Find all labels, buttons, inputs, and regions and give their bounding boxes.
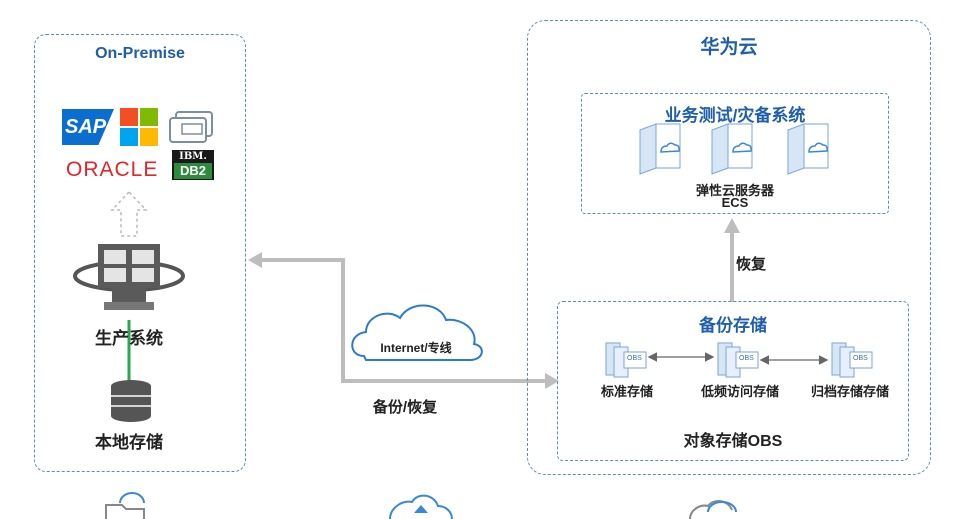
ibm-db2-logo: IBM. DB2 (172, 150, 214, 180)
internet-link-label: Internet/专线 (380, 341, 452, 355)
oracle-logo: ORACLE (66, 158, 159, 181)
test-dr-box (581, 93, 889, 214)
restore-arrow-head (724, 218, 740, 233)
obs-tag-3: OBS (853, 355, 868, 362)
sap-logo-text: SAP (65, 116, 107, 138)
on-premise-title: On-Premise (95, 45, 185, 62)
db2-logo-text: DB2 (174, 163, 212, 179)
huawei-cloud-title: 华为云 (700, 37, 758, 58)
local-storage-label: 本地存储 (95, 433, 163, 452)
ecs-label-line-1: 弹性云服务器 (695, 183, 774, 198)
obs-footer-label: 对象存储OBS (683, 433, 783, 450)
backup-storage-title: 备份存储 (699, 316, 767, 335)
tier-label-infrequent: 低频访问存储 (700, 384, 779, 399)
backup-restore-label: 备份/恢复 (372, 399, 438, 416)
obs-tag-2: OBS (739, 355, 754, 362)
restore-label: 恢复 (736, 256, 767, 273)
backup-restore-arrow-path (258, 258, 555, 383)
on-premise-box (34, 34, 246, 472)
production-system-label: 生产系统 (95, 329, 163, 348)
tier-label-standard: 标准存储 (600, 384, 653, 399)
obs-tag-1: OBS (627, 355, 642, 362)
windows-logo (120, 108, 158, 146)
huawei-cloud-box (527, 20, 931, 475)
test-dr-title: 业务测试/灾备系统 (664, 106, 806, 125)
arrow-head-left (248, 252, 262, 268)
tier-label-archive: 归档存储存储 (810, 384, 889, 399)
ecs-label-line-2: ECS (721, 195, 749, 210)
arrow-head-right (545, 373, 559, 389)
backup-storage-box (557, 301, 909, 461)
ibm-logo-text: IBM. (179, 151, 207, 162)
